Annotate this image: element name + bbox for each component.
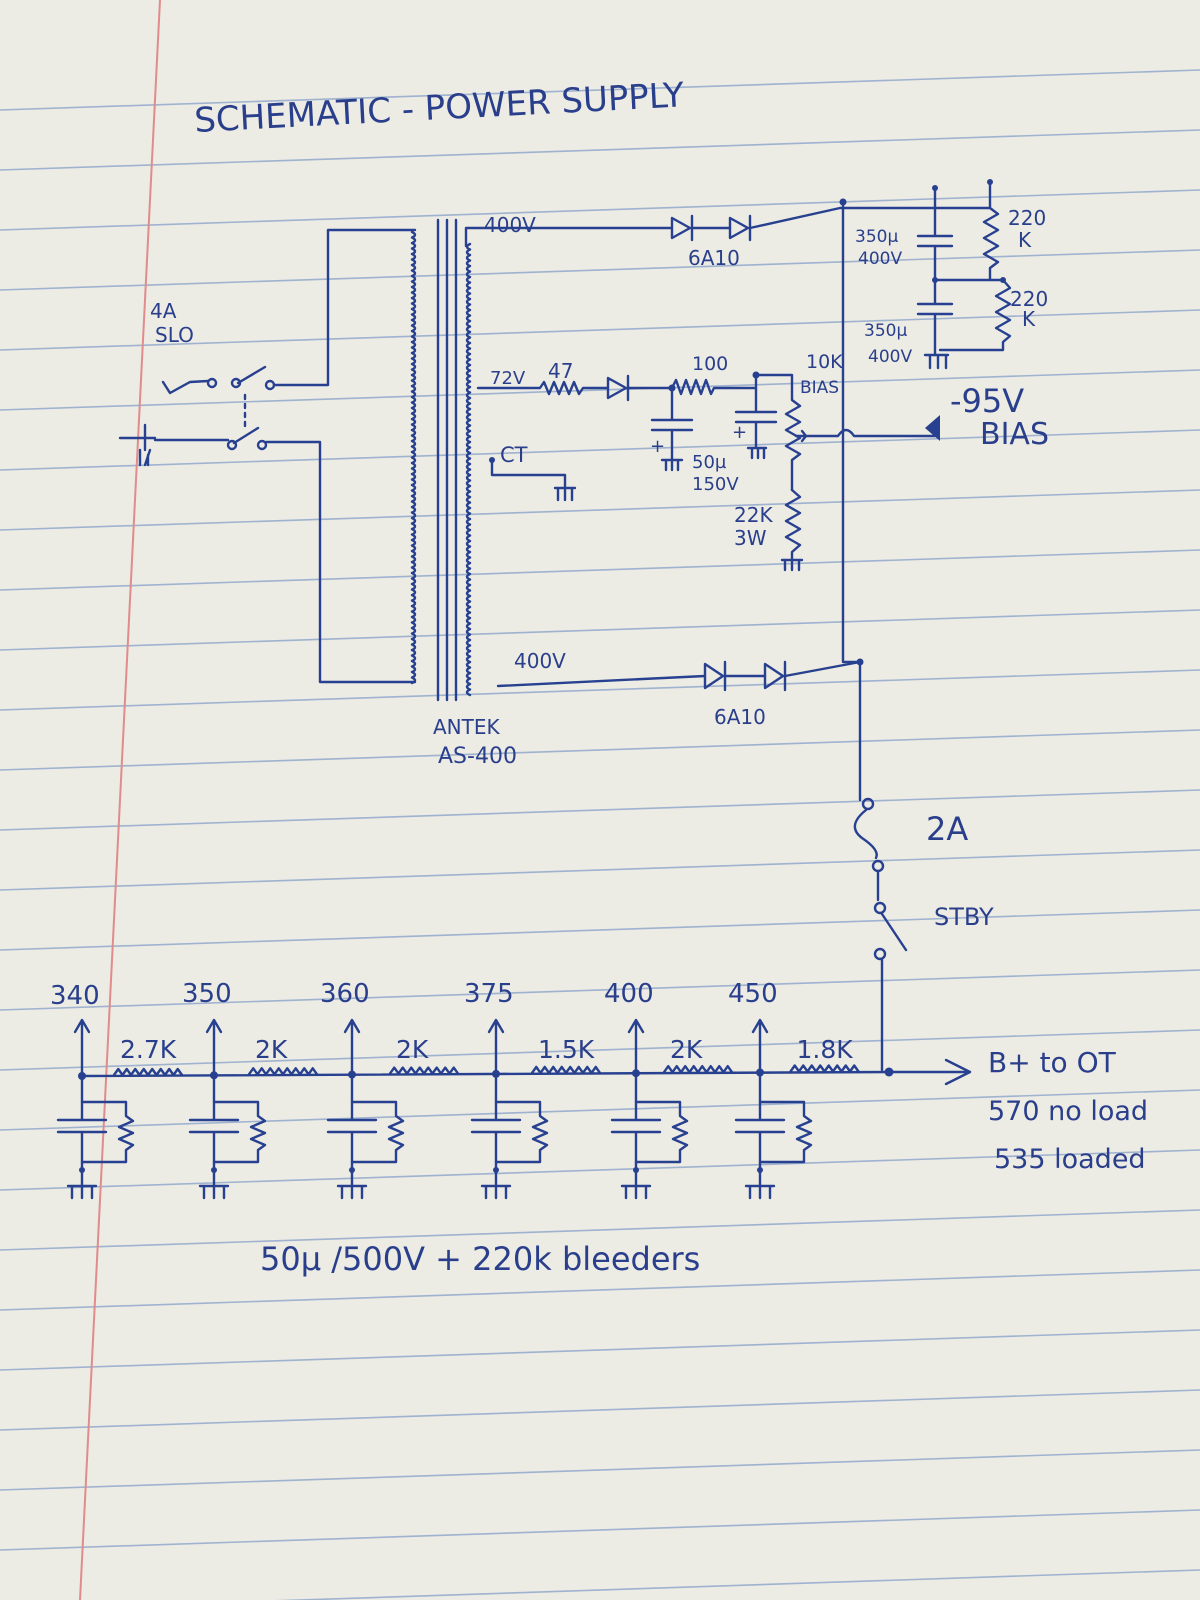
- bplus-no-load: 570 no load: [988, 1096, 1148, 1127]
- hv-rectifier-top: 400V 6A10: [464, 206, 992, 270]
- resistor-100-label: 100: [692, 353, 728, 375]
- bleeder-resistor: [758, 1100, 813, 1164]
- diode-bottom-label: 6A10: [714, 705, 766, 729]
- series-resistor: [789, 1064, 860, 1073]
- series-resistor-4-label: 2K: [670, 1035, 703, 1064]
- series-resistor: [112, 1067, 184, 1077]
- bleeder-resistor: [80, 1100, 135, 1164]
- series-resistor: [530, 1065, 602, 1075]
- node-voltage-350: 350: [182, 979, 232, 1009]
- resistor-22k-power: 3W: [734, 526, 767, 550]
- reservoir-r1-value: 220: [1008, 206, 1046, 230]
- node-voltage-375: 375: [464, 979, 514, 1009]
- standby-switch-label: STBY: [934, 903, 994, 931]
- reservoir-cap2-value: 350µ: [864, 321, 907, 341]
- filter-capacitor: [56, 1074, 108, 1172]
- main-fuse-type: SLO: [155, 323, 194, 347]
- margin-line: [79, 0, 161, 1600]
- hv-rectifier-bottom: 400V 6A10: [496, 649, 862, 729]
- diode-top-label: 6A10: [688, 246, 740, 270]
- series-resistor: [247, 1067, 319, 1076]
- voltage-arrow: [751, 1018, 769, 1072]
- node-voltage-360: 360: [320, 979, 370, 1009]
- center-tap-label: CT: [500, 443, 528, 467]
- bleeder-resistor: [494, 1100, 549, 1164]
- bplus-label: B+ to OT: [988, 1046, 1117, 1079]
- bias-pot-value: 10K: [806, 351, 843, 373]
- voltage-arrow: [343, 1018, 361, 1074]
- series-resistor-0-label: 2.7K: [120, 1035, 177, 1064]
- reservoir-cap2-voltage: 400V: [868, 347, 912, 367]
- svg-text:+: +: [650, 436, 665, 457]
- transformer-antek-as400: ANTEK AS-400: [410, 218, 517, 769]
- power-switch: 4A SLO: [118, 228, 417, 684]
- node-voltage-450: 450: [728, 979, 778, 1009]
- voltage-arrow: [73, 1018, 91, 1076]
- voltage-arrow: [487, 1018, 505, 1074]
- bplus-output: B+ to OT 570 no load 535 loaded: [884, 1046, 1148, 1175]
- filter-capacitor: [470, 1072, 522, 1172]
- reservoir-r1-unit: K: [1018, 228, 1032, 252]
- page-title: SCHEMATIC - POWER SUPPLY: [193, 75, 685, 141]
- series-resistor: [662, 1065, 734, 1074]
- reservoir-cap1-value: 350µ: [855, 227, 898, 247]
- bplus-loaded: 535 loaded: [994, 1144, 1146, 1175]
- center-tap: CT: [489, 443, 577, 502]
- bias-output-voltage: -95V: [950, 382, 1024, 420]
- bias-tap-label: 72V: [490, 368, 526, 389]
- series-resistor-2-label: 2K: [396, 1035, 429, 1064]
- filter-capacitor: [734, 1071, 786, 1172]
- filter-capacitor: [188, 1074, 240, 1172]
- ground-symbol: [66, 1168, 98, 1200]
- bleeder-resistor: [634, 1100, 689, 1164]
- bleeder-resistor: [350, 1100, 405, 1164]
- ground-symbol: [480, 1168, 512, 1200]
- svg-text:+: +: [732, 422, 747, 443]
- hv-winding-bottom-label: 400V: [514, 649, 566, 673]
- series-resistor: [388, 1066, 460, 1075]
- reservoir-stack: 350µ 400V 350µ 400V 220 K 220 K: [855, 179, 1048, 370]
- series-resistor-3-label: 1.5K: [538, 1035, 595, 1064]
- ground-symbol: [336, 1168, 368, 1200]
- bleeder-resistor: [212, 1100, 267, 1164]
- bias-output-label: BIAS: [980, 417, 1049, 452]
- bias-cap-value: 50µ: [692, 452, 727, 473]
- reservoir-r2-value: 220: [1010, 287, 1048, 311]
- node-voltage-340: 340: [50, 981, 100, 1011]
- series-resistor-5-label: 1.8K: [797, 1035, 854, 1064]
- main-fuse-rating: 4A: [150, 299, 177, 323]
- reservoir-r2-unit: K: [1022, 307, 1036, 331]
- filter-note: 50µ /500V + 220k bleeders: [260, 1240, 700, 1278]
- ground-symbol: [744, 1168, 776, 1200]
- voltage-arrow: [627, 1018, 645, 1073]
- ht-fuse-rating: 2A: [926, 810, 968, 848]
- transformer-model: AS-400: [438, 744, 517, 769]
- filter-capacitor: [326, 1073, 378, 1172]
- bias-pot-label: BIAS: [800, 378, 839, 398]
- series-resistor-1-label: 2K: [255, 1035, 288, 1064]
- reservoir-cap1-voltage: 400V: [858, 249, 902, 269]
- bias-cap-voltage: 150V: [692, 474, 739, 495]
- resistor-47-label: 47: [548, 359, 573, 383]
- ht-fuse-standby: 2A STBY: [839, 198, 994, 1072]
- filter-capacitor: [610, 1072, 662, 1172]
- bias-supply: 72V 47 100 + + 50µ 150V 10K BIAS -95V BI…: [476, 351, 1049, 572]
- ground-symbol: [620, 1168, 652, 1200]
- ground-symbol: [198, 1168, 230, 1200]
- node-voltage-400: 400: [604, 979, 654, 1009]
- transformer-brand: ANTEK: [433, 715, 500, 739]
- voltage-arrow: [205, 1018, 223, 1075]
- hv-winding-top-label: 400V: [484, 213, 536, 237]
- notebook-rule-lines: [0, 69, 1200, 1600]
- resistor-22k-value: 22K: [734, 503, 773, 527]
